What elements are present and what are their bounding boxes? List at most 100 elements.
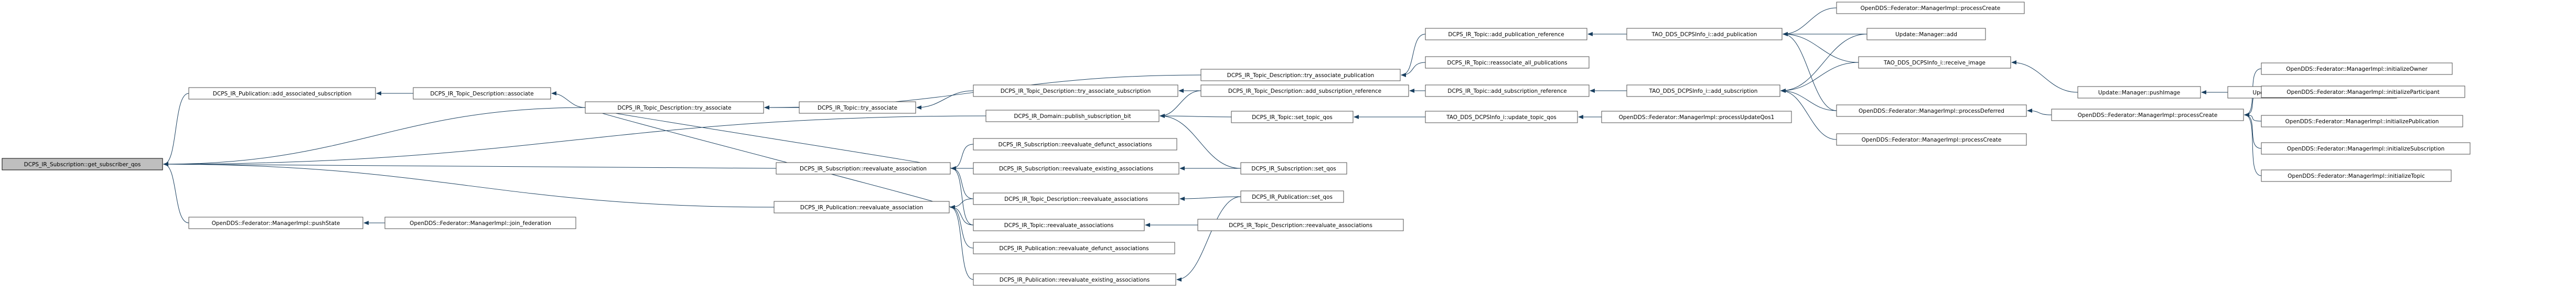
graph-node-box xyxy=(973,192,1179,205)
graph-node-label: OpenDDS::Federator::ManagerImpl::initial… xyxy=(2287,146,2445,152)
graph-node-box xyxy=(973,162,1179,175)
graph-node-label: DCPS_IR_Subscription::set_qos xyxy=(1251,166,1336,172)
graph-node-opendds-federator-managerimpl-processcreate[interactable]: OpenDDS::Federator::ManagerImpl::process… xyxy=(2051,109,2244,121)
graph-node-box xyxy=(973,84,1178,97)
graph-node-opendds-federator-managerimpl-pushstate[interactable]: OpenDDS::Federator::ManagerImpl::pushSta… xyxy=(188,217,363,229)
graph-node-dcps-ir-publication-reevaluate-existing-associations[interactable]: DCPS_IR_Publication::reevaluate_existing… xyxy=(973,273,1176,286)
graph-node-opendds-federator-managerimpl-processcreate[interactable]: OpenDDS::Federator::ManagerImpl::process… xyxy=(1836,133,2027,146)
graph-node-dcps-ir-topic-description-try-associate[interactable]: DCPS_IR_Topic_Description::try_associate xyxy=(585,101,764,114)
graph-node-box xyxy=(1836,104,2027,117)
graph-node-box xyxy=(413,87,551,100)
node-layer: DCPS_IR_Subscription::get_subscriber_qos… xyxy=(2,2,2471,286)
graph-node-box xyxy=(985,110,1160,122)
graph-node-dcps-ir-publication-reevaluate-defunct-associations[interactable]: DCPS_IR_Publication::reevaluate_defunct_… xyxy=(973,242,1175,254)
graph-node-dcps-ir-publication-reevaluate-association[interactable]: DCPS_IR_Publication::reevaluate_associat… xyxy=(774,201,950,213)
graph-node-opendds-federator-managerimpl-initializeparticipant[interactable]: OpenDDS::Federator::ManagerImpl::initial… xyxy=(2261,85,2465,98)
graph-node-box xyxy=(1858,56,2011,69)
graph-node-box xyxy=(1836,2,2025,14)
graph-node-dcps-ir-topic-description-add-subscription-reference[interactable]: DCPS_IR_Topic_Description::add_subscript… xyxy=(1200,84,1409,97)
graph-node-label: DCPS_IR_Publication::reevaluate_defunct_… xyxy=(999,245,1149,252)
graph-node-label: OpenDDS::Federator::ManagerImpl::pushSta… xyxy=(212,220,340,227)
graph-node-tao-dds-dcpsinfo-i-add-publication[interactable]: TAO_DDS_DCPSInfo_i::add_publication xyxy=(1626,28,1783,40)
call-edge-dcps-ir-publication-add-associated-subscription-to-dcps-ir-subscription-get-subscriber-qos xyxy=(163,93,189,166)
call-edge-dcps-ir-topic-description-reevaluate-associations-to-dcps-ir-subscription-reevaluate-association xyxy=(951,166,974,199)
graph-node-dcps-ir-subscription-get-subscriber-qos[interactable]: DCPS_IR_Subscription::get_subscriber_qos xyxy=(2,158,163,170)
call-edge-opendds-federator-managerimpl-processcreate-to-tao-dds-dcpsinfo-i-add-publication xyxy=(1783,7,1837,36)
call-edge-dcps-ir-publication-reevaluate-existing-associations-to-dcps-ir-publication-reevaluate-association xyxy=(950,205,974,280)
graph-node-dcps-ir-topic-description-reevaluate-associations[interactable]: DCPS_IR_Topic_Description::reevaluate_as… xyxy=(973,192,1179,205)
graph-node-opendds-federator-managerimpl-initializeowner[interactable]: OpenDDS::Federator::ManagerImpl::initial… xyxy=(2261,62,2453,75)
graph-node-box xyxy=(585,101,764,114)
call-edge-dcps-ir-subscription-set-qos-to-dcps-ir-domain-publish-subscription-bit xyxy=(1160,114,1241,169)
graph-node-dcps-ir-topic-description-try-associate-subscription[interactable]: DCPS_IR_Topic_Description::try_associate… xyxy=(973,84,1178,97)
graph-node-box xyxy=(1425,84,1590,97)
graph-node-label: DCPS_IR_Publication::add_associated_subs… xyxy=(213,91,351,97)
graph-node-label: DCPS_IR_Topic::add_publication_reference xyxy=(1448,31,1564,38)
call-edge-opendds-federator-managerimpl-pushstate-to-dcps-ir-subscription-get-subscriber-qos xyxy=(163,162,189,223)
call-edge-tao-dds-dcpsinfo-i-receive-image-to-tao-dds-dcpsinfo-i-add-publication xyxy=(1783,32,1859,63)
graph-node-dcps-ir-subscription-set-qos[interactable]: DCPS_IR_Subscription::set_qos xyxy=(1240,162,1347,175)
graph-node-opendds-federator-managerimpl-processcreate[interactable]: OpenDDS::Federator::ManagerImpl::process… xyxy=(1836,2,2025,14)
graph-node-box xyxy=(1197,219,1404,231)
call-edge-opendds-federator-managerimpl-processdeferred-to-tao-dds-dcpsinfo-i-add-publication xyxy=(1783,32,1837,111)
graph-node-dcps-ir-topic-reassociate-all-publications[interactable]: DCPS_IR_Topic::reassociate_all_publicati… xyxy=(1425,56,1590,69)
graph-node-dcps-ir-subscription-reevaluate-existing-associations[interactable]: DCPS_IR_Subscription::reevaluate_existin… xyxy=(973,162,1179,175)
graph-node-update-manager-add[interactable]: Update::Manager::add xyxy=(1866,28,1986,40)
graph-node-label: TAO_DDS_DCPSInfo_i::update_topic_qos xyxy=(1446,114,1557,121)
graph-node-label: DCPS_IR_Subscription::get_subscriber_qos xyxy=(24,162,141,168)
call-edge-opendds-federator-managerimpl-initializetopic-to-opendds-federator-managerimpl-processcreate xyxy=(2244,113,2262,176)
graph-node-opendds-federator-managerimpl-initializetopic[interactable]: OpenDDS::Federator::ManagerImpl::initial… xyxy=(2261,169,2452,182)
graph-node-label: OpenDDS::Federator::ManagerImpl::process… xyxy=(2078,112,2218,119)
graph-node-update-manager-pushimage[interactable]: Update::Manager::pushImage xyxy=(2077,86,2201,99)
graph-node-dcps-ir-topic-reevaluate-associations[interactable]: DCPS_IR_Topic::reevaluate_associations xyxy=(973,219,1145,231)
graph-node-tao-dds-dcpsinfo-i-receive-image[interactable]: TAO_DDS_DCPSInfo_i::receive_image xyxy=(1858,56,2011,69)
graph-node-label: DCPS_IR_Publication::reevaluate_existing… xyxy=(1000,277,1150,283)
call-edge-dcps-ir-subscription-reevaluate-defunct-associations-to-dcps-ir-subscription-reevaluate-association xyxy=(951,144,974,170)
graph-node-label: TAO_DDS_DCPSInfo_i::receive_image xyxy=(1883,60,1985,66)
graph-node-opendds-federator-managerimpl-initializesubscription[interactable]: OpenDDS::Federator::ManagerImpl::initial… xyxy=(2261,142,2471,155)
edge-layer xyxy=(163,7,2262,282)
graph-node-box xyxy=(973,219,1145,231)
call-edge-tao-dds-dcpsinfo-i-receive-image-to-tao-dds-dcpsinfo-i-add-subscription xyxy=(1780,62,1859,93)
graph-node-dcps-ir-domain-publish-subscription-bit[interactable]: DCPS_IR_Domain::publish_subscription_bit xyxy=(985,110,1160,122)
graph-node-opendds-federator-managerimpl-processdeferred[interactable]: OpenDDS::Federator::ManagerImpl::process… xyxy=(1836,104,2027,117)
call-edge-dcps-ir-topic-reassociate-all-publications-to-dcps-ir-topic-description-try-associate-publication xyxy=(1401,62,1426,77)
graph-node-dcps-ir-publication-add-associated-subscription[interactable]: DCPS_IR_Publication::add_associated_subs… xyxy=(188,87,376,100)
graph-node-label: DCPS_IR_Topic::set_topic_qos xyxy=(1252,114,1333,121)
graph-node-label: TAO_DDS_DCPSInfo_i::add_publication xyxy=(1651,31,1757,38)
call-edge-dcps-ir-topic-description-add-subscription-reference-to-dcps-ir-domain-publish-subscription-bit xyxy=(1160,90,1201,118)
graph-node-dcps-ir-topic-description-associate[interactable]: DCPS_IR_Topic_Description::associate xyxy=(413,87,551,100)
graph-node-box xyxy=(1425,28,1587,40)
graph-node-label: OpenDDS::Federator::ManagerImpl::initial… xyxy=(2286,66,2428,72)
graph-node-opendds-federator-managerimpl-initializepublication[interactable]: OpenDDS::Federator::ManagerImpl::initial… xyxy=(2261,115,2463,127)
graph-node-opendds-federator-managerimpl-join-federation[interactable]: OpenDDS::Federator::ManagerImpl::join_fe… xyxy=(384,217,576,229)
graph-node-box xyxy=(973,273,1176,286)
call-edge-dcps-ir-topic-description-try-associate-to-dcps-ir-subscription-get-subscriber-qos xyxy=(163,107,586,166)
graph-node-tao-dds-dcpsinfo-i-add-subscription[interactable]: TAO_DDS_DCPSInfo_i::add_subscription xyxy=(1626,84,1780,97)
graph-node-opendds-federator-managerimpl-processupdateqos1[interactable]: OpenDDS::Federator::ManagerImpl::process… xyxy=(1601,111,1792,123)
graph-node-label: OpenDDS::Federator::ManagerImpl::process… xyxy=(1862,137,2002,143)
graph-node-dcps-ir-subscription-reevaluate-association[interactable]: DCPS_IR_Subscription::reevaluate_associa… xyxy=(776,162,951,175)
graph-node-dcps-ir-subscription-reevaluate-defunct-associations[interactable]: DCPS_IR_Subscription::reevaluate_defunct… xyxy=(973,138,1177,151)
graph-node-label: OpenDDS::Federator::ManagerImpl::process… xyxy=(1859,108,2004,114)
graph-node-tao-dds-dcpsinfo-i-update-topic-qos[interactable]: TAO_DDS_DCPSInfo_i::update_topic_qos xyxy=(1425,111,1578,123)
graph-node-dcps-ir-topic-add-publication-reference[interactable]: DCPS_IR_Topic::add_publication_reference xyxy=(1425,28,1587,40)
graph-node-label: TAO_DDS_DCPSInfo_i::add_subscription xyxy=(1649,88,1758,94)
graph-node-label: DCPS_IR_Domain::publish_subscription_bit xyxy=(1014,113,1131,120)
call-edge-dcps-ir-topic-description-try-associate-to-dcps-ir-topic-description-associate xyxy=(551,91,586,108)
graph-node-dcps-ir-topic-description-try-associate-publication[interactable]: DCPS_IR_Topic_Description::try_associate… xyxy=(1200,69,1401,81)
graph-node-dcps-ir-topic-description-reevaluate-associations[interactable]: DCPS_IR_Topic_Description::reevaluate_as… xyxy=(1197,219,1404,231)
graph-node-dcps-ir-topic-try-associate[interactable]: DCPS_IR_Topic::try_associate xyxy=(799,101,916,114)
graph-node-dcps-ir-topic-add-subscription-reference[interactable]: DCPS_IR_Topic::add_subscription_referenc… xyxy=(1425,84,1590,97)
graph-node-box xyxy=(1626,28,1783,40)
graph-node-box xyxy=(2077,86,2201,99)
graph-node-label: DCPS_IR_Topic_Description::try_associate… xyxy=(1001,88,1151,94)
call-edge-dcps-ir-topic-set-topic-qos-to-dcps-ir-domain-publish-subscription-bit xyxy=(1160,114,1232,119)
graph-node-label: DCPS_IR_Subscription::reevaluate_existin… xyxy=(999,166,1153,172)
graph-node-box xyxy=(1836,133,2027,146)
graph-node-box xyxy=(2051,109,2244,121)
graph-node-dcps-ir-publication-set-qos[interactable]: DCPS_IR_Publication::set_qos xyxy=(1240,190,1344,203)
call-edge-dcps-ir-topic-description-reevaluate-associations-to-dcps-ir-publication-reevaluate-association xyxy=(950,198,974,209)
graph-node-dcps-ir-topic-set-topic-qos[interactable]: DCPS_IR_Topic::set_topic_qos xyxy=(1231,111,1354,123)
